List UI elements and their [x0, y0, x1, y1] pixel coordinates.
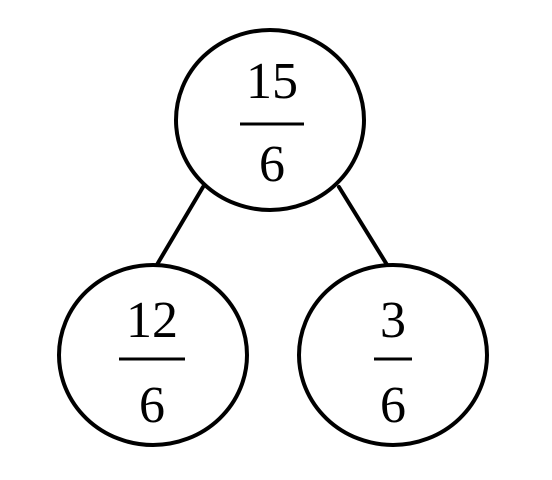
right-child-circle	[297, 263, 489, 447]
left-child-numerator: 12	[126, 292, 178, 349]
connector-right	[337, 185, 391, 270]
connector-left	[153, 185, 205, 270]
root-numerator: 15	[246, 53, 298, 110]
right-child-numerator: 3	[380, 292, 406, 349]
root-denominator: 6	[259, 136, 285, 193]
root-circle	[174, 28, 366, 212]
right-child-denominator: 6	[380, 377, 406, 434]
left-child-circle	[57, 263, 249, 447]
root-node: 15 6	[174, 28, 366, 212]
right-child-node: 3 6	[297, 263, 489, 447]
left-child-denominator: 6	[139, 377, 165, 434]
left-child-node: 12 6	[57, 263, 249, 447]
